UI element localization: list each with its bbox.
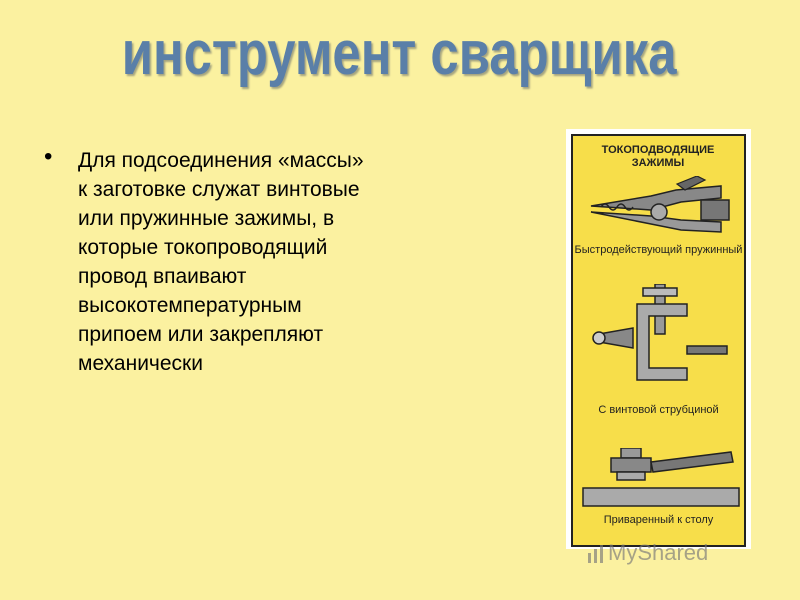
spring-clamp-drawing bbox=[590, 176, 730, 233]
screw-clamp-drawing bbox=[592, 284, 728, 381]
bullet-marker: • bbox=[44, 143, 53, 170]
clamp-label-welded: Приваренный к столу bbox=[603, 514, 714, 526]
illustration-panel: ТОКОПОДВОДЯЩИЕ ЗАЖИМЫ Быстродействующий … bbox=[571, 134, 746, 547]
welded-clamp-drawing bbox=[582, 448, 740, 507]
bullet-list: • Для подсоединения «массы» к заготовке … bbox=[44, 143, 374, 378]
slide-title: инструмент сварщика bbox=[121, 19, 677, 88]
watermark-text: MyShared bbox=[608, 540, 709, 565]
clamp-label-spring: Быстродействующий пружинный bbox=[574, 244, 743, 256]
bullet-text: Для подсоединения «массы» к заготовке сл… bbox=[78, 149, 364, 375]
clamps-illustration: ТОКОПОДВОДЯЩИЕ ЗАЖИМЫ Быстродействующий … bbox=[566, 129, 751, 549]
clamp-label-screw: С винтовой струбциной bbox=[598, 404, 719, 416]
watermark-icon bbox=[588, 545, 603, 563]
illustration-header: ТОКОПОДВОДЯЩИЕ ЗАЖИМЫ bbox=[601, 144, 715, 169]
